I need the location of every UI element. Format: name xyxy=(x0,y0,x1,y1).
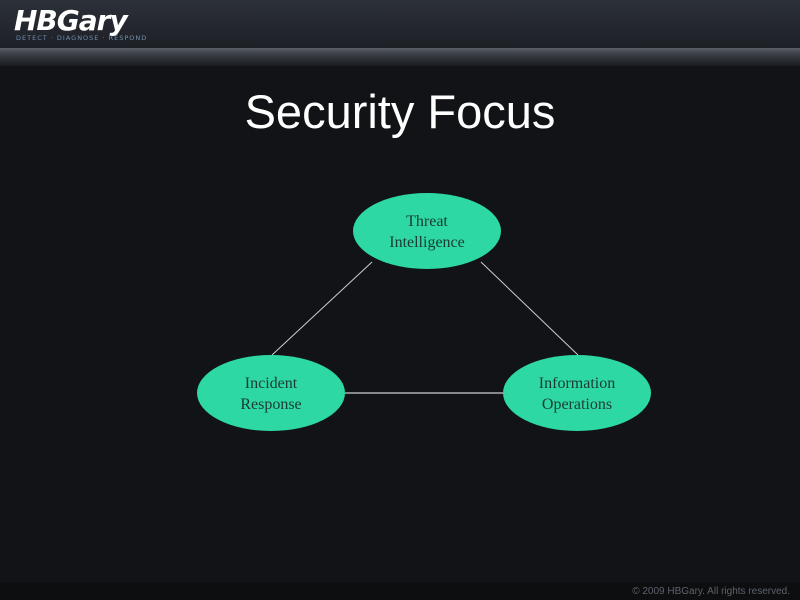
node-label-line: Operations xyxy=(541,396,613,413)
node-label-threat-intelligence: Threat Intelligence xyxy=(353,211,501,253)
node-label-line: Response xyxy=(240,396,302,413)
node-incident-response xyxy=(197,355,345,431)
logo-wordmark: HBGary xyxy=(14,4,128,37)
slide-title: Security Focus xyxy=(244,85,556,138)
logo-tagline: DETECT · DIAGNOSE · RESPOND xyxy=(16,34,148,42)
footer-bar: © 2009 HBGary. All rights reserved. xyxy=(0,582,800,600)
node-label-line: Incident xyxy=(244,375,298,392)
copyright-text: © 2009 HBGary. All rights reserved. xyxy=(632,586,790,597)
node-label-line: Threat xyxy=(406,213,448,230)
edge-threat-incident xyxy=(271,261,373,356)
node-label-line: Information xyxy=(538,375,616,392)
node-threat-intelligence xyxy=(353,193,501,269)
edge-threat-information xyxy=(480,261,579,356)
node-information-operations xyxy=(503,355,651,431)
node-label-information-operations: Information Operations xyxy=(503,373,651,415)
node-label-line: Intelligence xyxy=(389,234,465,251)
header-bar xyxy=(0,0,800,48)
header-divider xyxy=(0,48,800,66)
node-label-incident-response: Incident Response xyxy=(197,373,345,415)
hbgary-logo: HBGary DETECT · DIAGNOSE · RESPOND xyxy=(14,4,154,44)
